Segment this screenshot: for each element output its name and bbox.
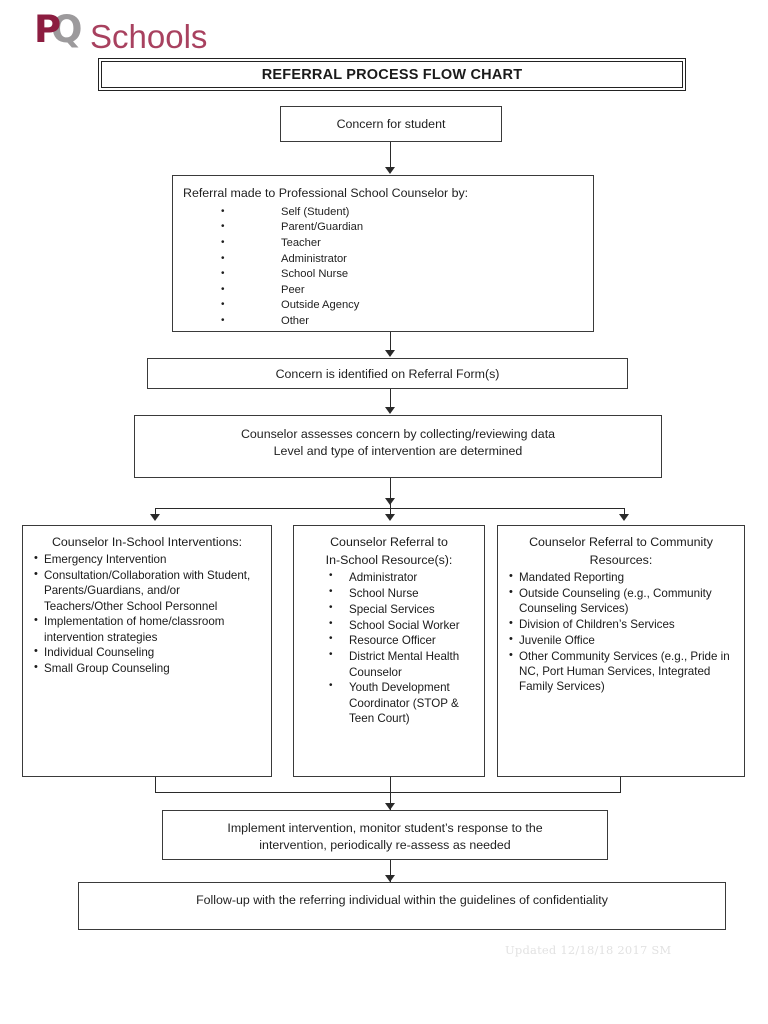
list-item: Outside Counseling (e.g., Community Coun…: [507, 585, 735, 617]
connector-line: [624, 508, 625, 518]
connector-line: [155, 792, 621, 793]
column-title-line2: In-School Resource(s):: [325, 553, 453, 568]
connector-arrow: [385, 498, 395, 505]
updated-note: Updated 12/18/18 2017 SM: [505, 943, 672, 957]
node-implement-line2: intervention, periodically re-assess as …: [259, 837, 511, 852]
list-item: Administrator: [183, 251, 593, 268]
list-item: Mandated Reporting: [507, 569, 735, 585]
in-school-intervention-list: Emergency Intervention Consultation/Coll…: [32, 551, 262, 676]
list-item: Youth Development Coordinator (STOP & Te…: [303, 679, 475, 726]
node-concern-for-student: Concern for student: [280, 106, 502, 142]
list-item: Self (Student): [183, 204, 593, 221]
connector-line: [390, 389, 391, 408]
logo-letter-q: Q: [51, 8, 83, 51]
node-referral-made-heading: Referral made to Professional School Cou…: [183, 186, 469, 200]
column-title: Counselor In-School Interventions:: [51, 535, 243, 549]
node-counselor-assesses-line2: Level and type of intervention are deter…: [273, 443, 523, 458]
connector-line: [390, 478, 391, 509]
list-item: Division of Children’s Services: [507, 616, 735, 632]
list-item: Special Services: [303, 601, 475, 617]
connector-line: [390, 332, 391, 351]
connector-line: [155, 508, 156, 518]
column-title-line2: Resources:: [589, 553, 653, 568]
connector-line: [390, 860, 391, 882]
connector-arrow: [385, 803, 395, 810]
connector-arrow: [619, 514, 629, 521]
logo-wordmark: Schools: [90, 18, 208, 55]
connector-line: [390, 508, 391, 518]
connector-arrow: [385, 167, 395, 174]
list-item: Emergency Intervention: [32, 551, 262, 567]
list-item: Implementation of home/classroom interve…: [32, 613, 262, 645]
connector-arrow: [385, 875, 395, 882]
node-counselor-referral-in-school-resources: Counselor Referral to In-School Resource…: [293, 525, 485, 777]
column-title: Counselor Referral to: [330, 535, 448, 549]
node-follow-up: Follow-up with the referring individual …: [78, 882, 726, 930]
connector-line: [620, 777, 621, 793]
node-concern-for-student-label: Concern for student: [336, 117, 446, 131]
list-item: District Mental Health Counselor: [303, 648, 475, 680]
connector-arrow: [385, 514, 395, 521]
list-item: Other Community Services (e.g., Pride in…: [507, 648, 735, 695]
logo-letter-p: P: [34, 8, 61, 51]
referral-source-list: Self (Student) Parent/Guardian Teacher A…: [183, 204, 593, 330]
list-item: Peer: [183, 282, 593, 299]
connector-line: [390, 792, 391, 812]
logo-mark: Q P: [34, 8, 84, 51]
node-counselor-assesses: Counselor assesses concern by collecting…: [134, 415, 662, 478]
list-item: Consultation/Collaboration with Student,…: [32, 567, 262, 614]
list-item: Outside Agency: [183, 297, 593, 314]
list-item: Administrator: [303, 569, 475, 585]
node-follow-up-label: Follow-up with the referring individual …: [196, 893, 608, 907]
list-item: Juvenile Office: [507, 632, 735, 648]
list-item: School Social Worker: [303, 617, 475, 633]
chart-title-box: REFERRAL PROCESS FLOW CHART: [98, 58, 686, 91]
list-item: Individual Counseling: [32, 644, 262, 660]
node-counselor-referral-community-resources: Counselor Referral to Community Resource…: [497, 525, 745, 777]
connector-arrow: [385, 407, 395, 414]
in-school-resource-list: Administrator School Nurse Special Servi…: [303, 569, 475, 726]
pq-schools-logo: Q P Schools: [34, 8, 207, 55]
node-implement-intervention: Implement intervention, monitor student’…: [162, 810, 608, 860]
node-concern-identified: Concern is identified on Referral Form(s…: [147, 358, 628, 389]
list-item: Parent/Guardian: [183, 219, 593, 236]
list-item: Other: [183, 313, 593, 330]
connector-line: [155, 777, 156, 793]
page-title: REFERRAL PROCESS FLOW CHART: [101, 61, 683, 88]
node-counselor-assesses-line1: Counselor assesses concern by collecting…: [240, 427, 556, 441]
node-implement-line1: Implement intervention, monitor student’…: [227, 821, 543, 835]
connector-line: [390, 777, 391, 793]
list-item: School Nurse: [183, 266, 593, 283]
list-item: Small Group Counseling: [32, 660, 262, 676]
node-counselor-in-school-interventions: Counselor In-School Interventions: Emerg…: [22, 525, 272, 777]
community-resource-list: Mandated Reporting Outside Counseling (e…: [507, 569, 735, 695]
node-concern-identified-label: Concern is identified on Referral Form(s…: [275, 367, 500, 381]
list-item: School Nurse: [303, 585, 475, 601]
connector-line: [390, 142, 391, 168]
list-item: Teacher: [183, 235, 593, 252]
list-item: Resource Officer: [303, 632, 475, 648]
column-title: Counselor Referral to Community: [529, 535, 713, 549]
node-referral-made: Referral made to Professional School Cou…: [172, 175, 594, 332]
connector-arrow: [150, 514, 160, 521]
connector-arrow: [385, 350, 395, 357]
